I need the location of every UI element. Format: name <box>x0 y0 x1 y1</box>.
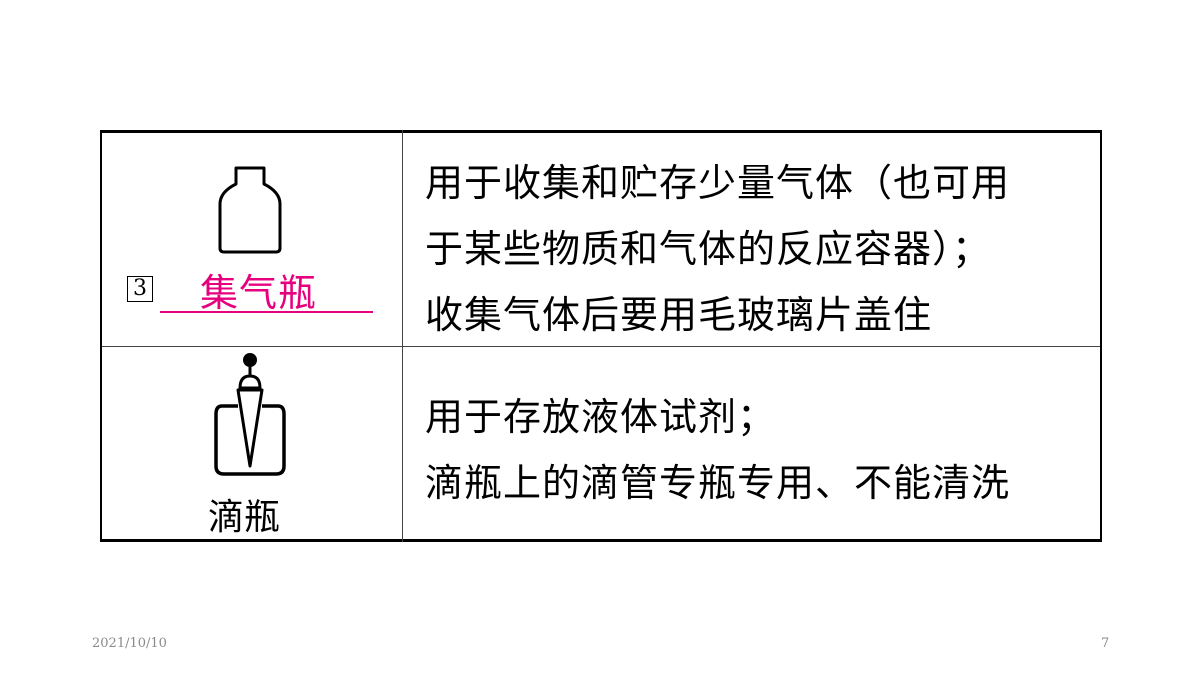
answer-text: 集气瓶 <box>200 271 318 315</box>
dropper-bottle-icon <box>214 353 286 476</box>
row2-desc-line1: 用于存放液体试剂； <box>425 395 777 439</box>
apparatus-name: 滴瓶 <box>208 497 281 538</box>
column-divider <box>402 130 403 542</box>
table-bottom-border <box>100 539 1102 542</box>
page-number: 7 <box>1101 636 1110 651</box>
apparatus-table <box>100 130 1102 542</box>
row-divider <box>100 346 1102 347</box>
row1-desc-line1: 用于收集和贮存少量气体（也可用 <box>425 161 1011 205</box>
table-left-border <box>100 130 102 542</box>
table-top-border <box>100 130 1102 133</box>
row2-desc-line2: 滴瓶上的滴管专瓶专用、不能清洗 <box>425 461 1011 505</box>
row1-desc-line2: 于某些物质和气体的反应容器）； <box>425 227 992 271</box>
item-number-box: 3 <box>127 276 153 302</box>
answer-underline <box>160 311 373 313</box>
table-right-border <box>1100 130 1102 542</box>
gas-collecting-bottle-icon <box>218 166 282 254</box>
footer-date: 2021/10/10 <box>92 636 167 651</box>
row1-desc-line3: 收集气体后要用毛玻璃片盖住 <box>425 293 933 337</box>
